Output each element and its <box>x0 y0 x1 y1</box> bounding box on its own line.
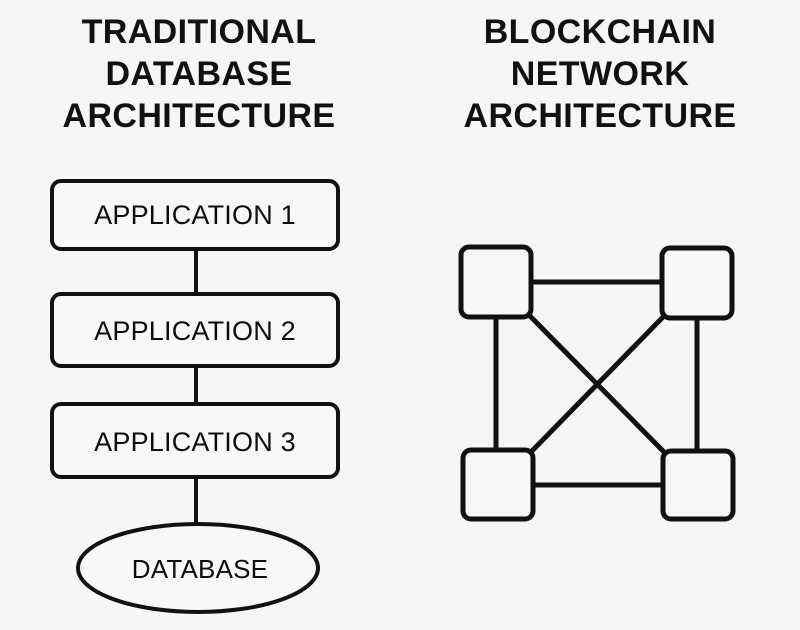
network-node-bottom-left[interactable] <box>460 447 536 522</box>
network-edges <box>493 279 700 488</box>
database-ellipse-shape[interactable] <box>76 522 320 614</box>
application-box-3-label: APPLICATION 3 <box>94 427 296 457</box>
database-node[interactable]: DATABASE <box>76 522 320 614</box>
left-title-line-1: TRADITIONAL <box>82 13 317 51</box>
left-title-line-3: ARCHITECTURE <box>62 97 335 135</box>
application-box-2-shape[interactable] <box>50 292 340 368</box>
application-box-1-label: APPLICATION 1 <box>94 200 296 230</box>
application-box-1[interactable]: APPLICATION 1 <box>50 179 340 251</box>
network-node-top-right[interactable] <box>659 245 735 321</box>
right-title-line-3: ARCHITECTURE <box>463 97 736 135</box>
right-title-line-2: NETWORK <box>511 55 689 93</box>
left-panel-traditional-database: TRADITIONAL DATABASE ARCHITECTURE APPLIC… <box>50 13 340 614</box>
network-node-top-left[interactable] <box>458 244 534 320</box>
left-panel-title: TRADITIONAL DATABASE ARCHITECTURE <box>62 13 335 135</box>
left-title-line-2: DATABASE <box>105 55 292 93</box>
application-box-3[interactable]: APPLICATION 3 <box>50 402 340 479</box>
application-box-1-shape[interactable] <box>50 179 340 251</box>
right-panel-blockchain-network: BLOCKCHAIN NETWORK ARCHITECTURE <box>458 13 736 522</box>
network-node-top-right-shape[interactable] <box>659 245 735 321</box>
network-node-bottom-right-shape[interactable] <box>660 448 736 522</box>
application-box-2[interactable]: APPLICATION 2 <box>50 292 340 368</box>
application-box-3-shape[interactable] <box>50 402 340 479</box>
edge-top-right-to-bottom-left-diagonal <box>529 314 666 454</box>
application-box-2-label: APPLICATION 2 <box>94 316 296 346</box>
database-label: DATABASE <box>132 554 268 584</box>
network-node-top-left-shape[interactable] <box>458 244 534 320</box>
right-panel-title: BLOCKCHAIN NETWORK ARCHITECTURE <box>463 13 736 135</box>
network-node-bottom-left-shape[interactable] <box>460 447 536 522</box>
right-title-line-1: BLOCKCHAIN <box>484 13 717 51</box>
network-node-bottom-right[interactable] <box>660 448 736 522</box>
